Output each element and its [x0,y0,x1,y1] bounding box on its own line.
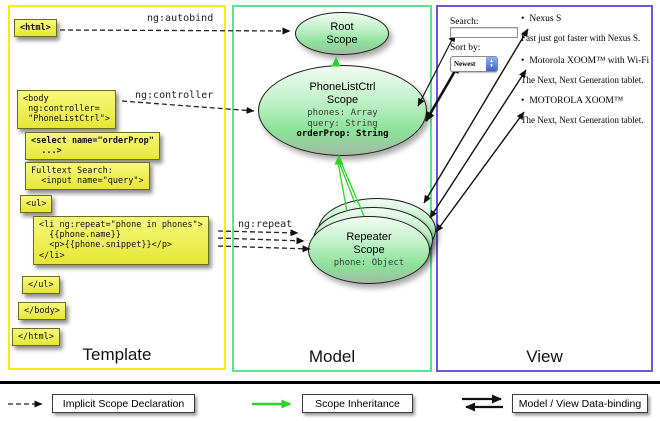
repeater-scope-ellipse-front: Repeater Scope phone: Object [308,216,430,284]
view-item-title: MOTOROLA XOOM™ [529,96,624,106]
view-item-title: Motorola XOOM™ with Wi-Fi [529,56,650,66]
legend-box-databinding: Model / View Data-binding [512,394,648,413]
bullet-icon: • [521,56,525,66]
code-html-close: </html> [12,328,60,347]
repeater-scope-title: Repeater Scope [346,231,392,256]
view-search-label: Search: [450,17,479,27]
code-li-repeat: <li ng:repeat="phone in phones"> {{phone… [33,216,209,265]
phonelistctrl-scope-orderprop: orderProp: String [296,129,389,140]
view-item-desc: Fast just got faster with Nexus S. [521,33,641,43]
root-scope-title: Root Scope [326,20,358,46]
view-item-desc: The Next, Next Generation tablet. [521,75,644,85]
phonelistctrl-scope-title: PhoneListCtrl Scope [309,80,376,106]
view-label: View [526,347,563,366]
view-item-title: Nexus S [529,14,562,24]
model-section: Model [232,5,432,372]
phonelistctrl-scope-props: phones: Array query: String [307,108,378,129]
template-section: Template [8,5,226,370]
view-sort-dropdown[interactable]: Newest ▲▼ [450,56,498,72]
view-search-input[interactable] [450,27,518,38]
code-html-open: <html> [14,19,57,38]
code-fulltext-search: Fulltext Search: <input name="query"> [25,162,150,191]
template-label: Template [82,345,152,364]
dropdown-arrows-icon: ▲▼ [486,57,497,71]
code-ul-open: <ul> [20,195,53,214]
phonelistctrl-scope-ellipse: PhoneListCtrl Scope phones: Array query:… [258,65,427,156]
ng-repeat-label: ng:repeat [238,219,293,230]
view-item-3: • MOTOROLA XOOM™ The Next, Next Generatio… [521,96,653,125]
code-select: <select name="orderProp" ...> [25,132,160,161]
legend-separator [0,381,660,384]
legend-box-scope-inheritance: Scope Inheritance [302,394,413,413]
view-item-1: • Nexus S Fast just got faster with Nexus… [521,14,653,43]
view-item-desc: The Next, Next Generation tablet. [521,115,644,125]
bullet-icon: • [521,96,525,106]
ng-autobind-label: ng:autobind [147,13,214,24]
model-label: Model [308,347,356,366]
code-body-open: <body ng:controller= "PhoneListCtrl"> [17,90,116,129]
bullet-icon: • [521,14,525,24]
root-scope-ellipse: Root Scope [295,12,389,55]
view-sort-value: Newest [454,60,476,68]
ng-controller-label: ng:controller [135,90,214,101]
legend-box-implicit-scope: Implicit Scope Declaration [52,394,195,413]
code-ul-close: </ul> [22,276,60,295]
code-body-close: </body> [18,302,66,321]
view-item-2: • Motorola XOOM™ with Wi-Fi The Next, Nex… [521,56,653,85]
view-sort-label: Sort by: [450,43,481,53]
repeater-scope-props: phone: Object [333,258,405,269]
